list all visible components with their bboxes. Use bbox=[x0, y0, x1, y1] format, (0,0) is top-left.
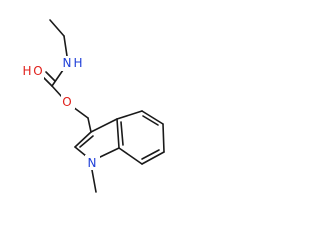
bond-c6-c7 bbox=[141, 151, 165, 165]
atom-o-ester-symbol: O bbox=[62, 95, 71, 109]
bond-c3-c3a bbox=[90, 118, 118, 133]
molecule-structure: N H H O O N bbox=[21, 19, 165, 193]
atom-h-hydroxyl-symbol: H bbox=[22, 64, 31, 78]
bond-n1-c2 bbox=[74, 146, 87, 157]
bond-ester-o-ch2 bbox=[72, 106, 89, 119]
bond-n1-methyl bbox=[91, 169, 97, 193]
bond-c2-c3-inner bbox=[79, 135, 94, 148]
bond-c5-c6 bbox=[162, 123, 165, 153]
bond-ch2-c3 bbox=[87, 117, 92, 133]
bond-ethyl-ch3-ch2 bbox=[49, 19, 65, 37]
atom-n-indole: N bbox=[85, 155, 100, 170]
bond-ethyl-ch2-n bbox=[63, 35, 68, 57]
bond-carbonyl-c-o-double bbox=[45, 71, 56, 82]
atom-n-indole-symbol: N bbox=[88, 156, 97, 170]
bond-c7a-n1 bbox=[97, 147, 120, 159]
bond-c2-c3 bbox=[74, 131, 92, 148]
bond-carbonyl-c-o-single bbox=[42, 76, 53, 87]
bond-c7a-c3a-inner bbox=[120, 121, 124, 146]
atom-o-ester: O bbox=[61, 94, 75, 109]
bond-c3a-c4 bbox=[116, 110, 143, 120]
atom-h-amide-symbol: H bbox=[73, 56, 82, 70]
bond-c4-c5 bbox=[141, 110, 164, 125]
bond-carbonyl-c-ester-o bbox=[51, 85, 63, 98]
atom-o-carbonyl-symbol: O bbox=[33, 64, 42, 78]
atom-oh-carbonyl: H O bbox=[21, 64, 44, 79]
bond-c3a-c7a bbox=[116, 118, 120, 149]
atom-n-amide: N H bbox=[61, 56, 85, 71]
bond-c6-c7-inner bbox=[141, 149, 160, 160]
bond-c4-c5-inner bbox=[142, 115, 159, 126]
bond-n-carbonyl-c bbox=[51, 69, 64, 87]
atom-n-amide-symbol: N bbox=[63, 56, 72, 70]
bond-c7-c7a bbox=[118, 147, 143, 165]
